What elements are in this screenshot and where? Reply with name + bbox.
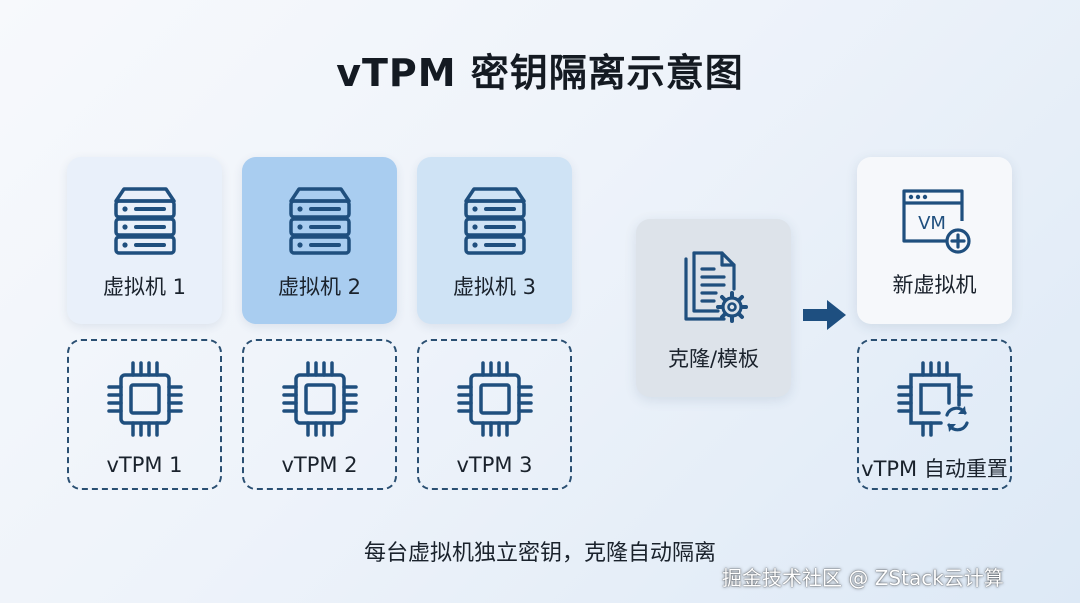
vm-card-1: 虚拟机 1: [67, 157, 222, 324]
server-icon: [113, 187, 176, 255]
vtpm-card-2: vTPM 2: [242, 339, 397, 490]
vtpm-reset-label: vTPM 自动重置: [861, 457, 1008, 481]
vm-label-1: 虚拟机 1: [102, 275, 187, 299]
vtpm-card-1: vTPM 1: [67, 339, 222, 490]
diagram-title: vTPM 密钥隔离示意图: [336, 51, 744, 95]
chip-icon: [106, 361, 183, 437]
document-gear-icon: [683, 251, 748, 323]
chip-icon: [281, 361, 358, 437]
chip-refresh-icon: [896, 361, 973, 437]
server-icon: [463, 187, 526, 255]
clone-template-label: 克隆/模板: [667, 347, 760, 371]
new-vm-label: 新虚拟机: [892, 273, 977, 297]
vtpm-reset-card: vTPM 自动重置: [857, 339, 1012, 490]
chip-icon: [456, 361, 533, 437]
clone-template-card: 克隆/模板: [636, 219, 791, 397]
vm-card-2: 虚拟机 2: [242, 157, 397, 324]
vm-label-2: 虚拟机 2: [277, 275, 362, 299]
new-vm-card: VM 新虚拟机: [857, 157, 1012, 324]
vm-label-3: 虚拟机 3: [452, 275, 537, 299]
server-icon: [288, 187, 351, 255]
vm-card-3: 虚拟机 3: [417, 157, 572, 324]
vtpm-label-3: vTPM 3: [456, 453, 533, 477]
vtpm-label-1: vTPM 1: [106, 453, 183, 477]
arrow-right-icon: [803, 300, 846, 330]
vtpm-label-2: vTPM 2: [281, 453, 358, 477]
watermark: 掘金技术社区 @ ZStack云计算: [722, 566, 1004, 590]
vm-icon-text: VM: [918, 213, 946, 234]
diagram-caption: 每台虚拟机独立密钥，克隆自动隔离: [363, 541, 716, 566]
vtpm-card-3: vTPM 3: [417, 339, 572, 490]
vm-window-add-icon: VM: [901, 189, 971, 254]
